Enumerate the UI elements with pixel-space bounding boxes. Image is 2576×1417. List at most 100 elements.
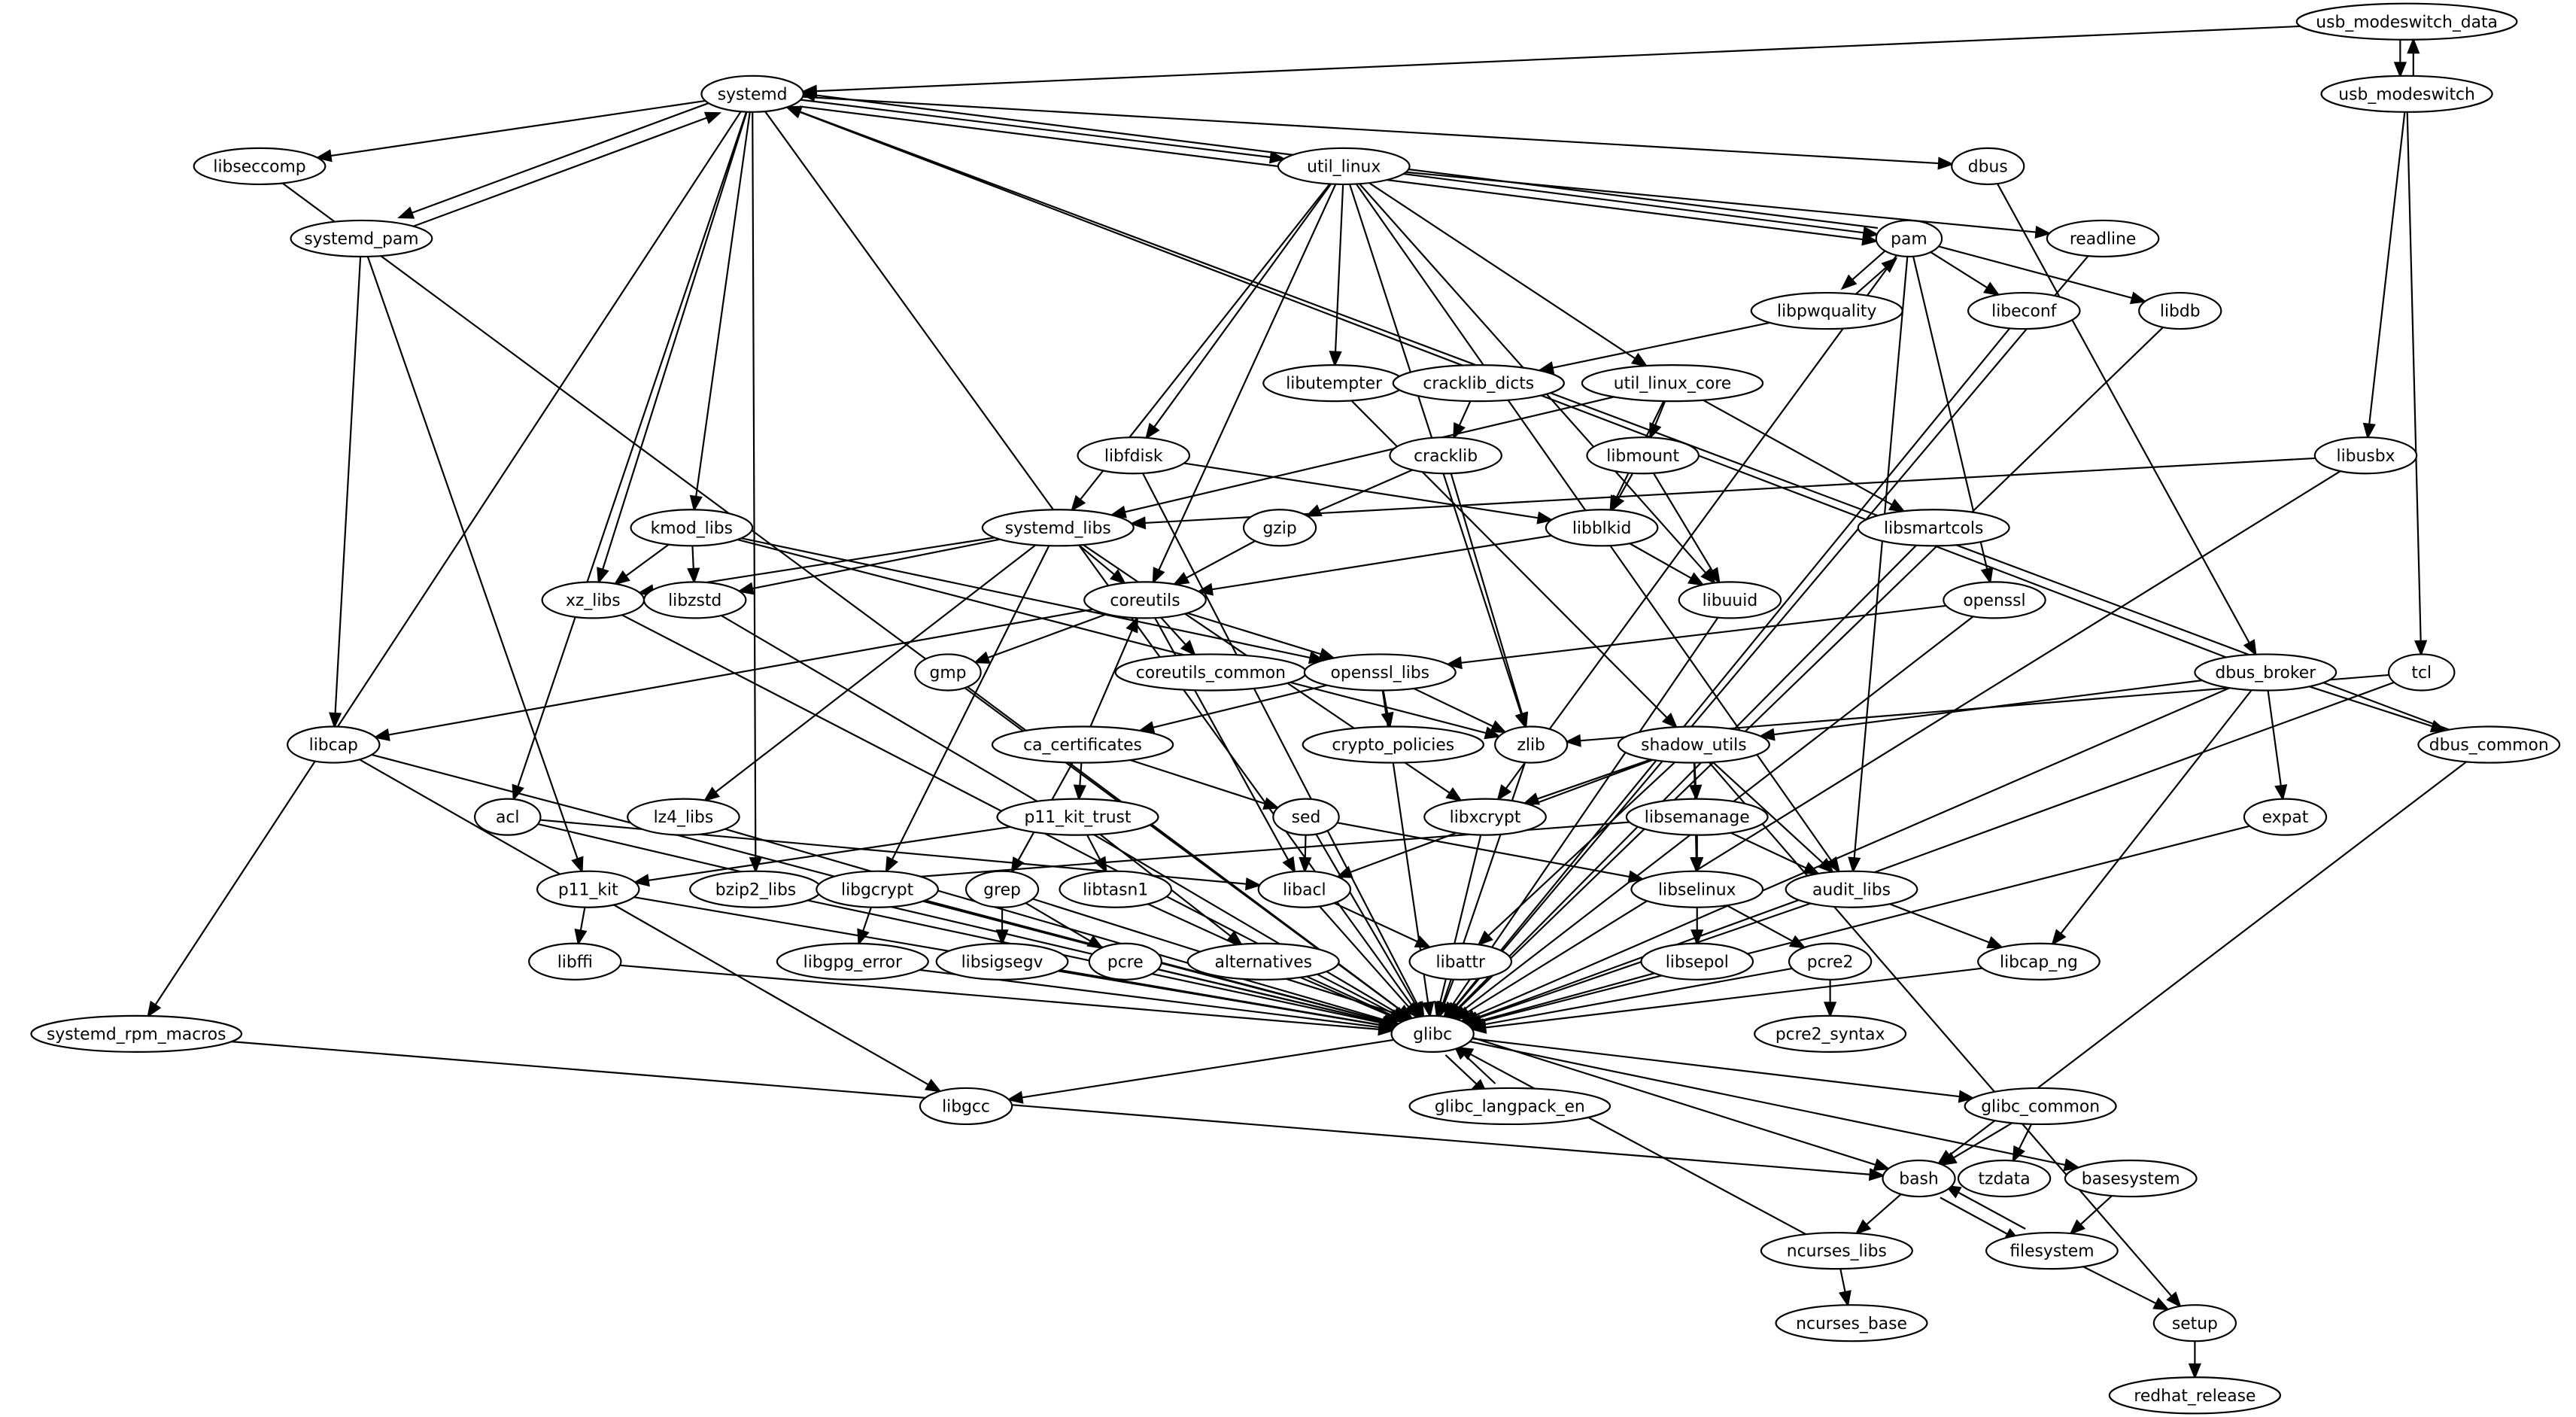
node-shape <box>1617 725 1770 764</box>
node-libcap: libcap <box>287 725 381 764</box>
edge-line <box>1938 245 2133 300</box>
node-libsemanage: libsemanage <box>1625 798 1769 836</box>
edge-line <box>816 25 2301 93</box>
edge-line <box>1158 968 1384 1023</box>
node-openssl: openssl <box>1943 581 2046 619</box>
node-label: expat <box>2262 808 2309 827</box>
node-label: shadow_utils <box>1641 736 1746 755</box>
node-libdb: libdb <box>2138 291 2222 330</box>
edge-dbus-broker-to-shadow-utils <box>1758 680 2203 741</box>
edge-util-linux-to-coreutils <box>1152 184 1337 585</box>
arrowhead-icon <box>597 567 609 585</box>
node-label: cracklib_dicts <box>1423 375 1534 394</box>
arrowhead-icon <box>574 929 588 946</box>
node-label: bzip2_libs <box>715 880 796 899</box>
edge-line <box>891 545 1050 860</box>
node-label: acl <box>496 808 519 827</box>
node-libusbx: libusbx <box>2313 436 2418 475</box>
arrowhead-icon <box>2429 719 2447 733</box>
node-shape <box>627 798 740 836</box>
arrowhead-icon <box>1881 257 1898 273</box>
edge-line <box>1618 473 1634 500</box>
node-label: libattr <box>1436 953 1485 972</box>
edge-kmod-libs-to-openssl-libs <box>741 537 1326 664</box>
edge-line <box>1319 905 1410 1008</box>
edge-glibc-to-libgcc <box>1006 1038 1394 1104</box>
node-shape <box>2152 1304 2237 1343</box>
node-shape <box>2064 1159 2198 1198</box>
node-grep: grep <box>964 870 1040 908</box>
edge-line <box>231 1041 1870 1175</box>
arrowhead-icon <box>1445 656 1463 670</box>
edge-line <box>2082 1266 2157 1305</box>
edge-dbus-broker-to-libcap-ng <box>2051 689 2252 946</box>
edge-p11-kit-to-libffi <box>574 907 588 946</box>
edge-systemd-to-libseccomp <box>315 99 706 163</box>
edge-line <box>2309 686 2433 728</box>
edge-line <box>1469 1053 1806 1236</box>
edge-line <box>2267 690 2282 786</box>
node-shape <box>700 74 804 113</box>
edge-dbus-common-to-systemd <box>785 105 2450 731</box>
edge-line <box>387 608 1093 736</box>
edge-line <box>1454 255 2089 1008</box>
arrowhead-icon <box>1409 1001 1424 1019</box>
edge-line <box>1444 1054 1478 1085</box>
edge-libusbx-to-systemd-libs <box>1129 457 2316 530</box>
node-shape <box>1977 942 2101 981</box>
arrowhead-icon <box>1983 281 2000 296</box>
node-shadow-utils: shadow_utils <box>1617 725 1770 764</box>
edge-line <box>411 99 715 214</box>
arrowhead-icon <box>1180 640 1196 656</box>
node-label: libuuid <box>1703 591 1758 610</box>
node-shape <box>1277 147 1411 185</box>
node-label: libacl <box>1283 880 1326 899</box>
node-libsmartcols: libsmartcols <box>1857 509 2010 547</box>
edge-line <box>1451 617 1719 1007</box>
arrowhead-icon <box>1445 787 1463 802</box>
edge-line <box>1079 762 1083 786</box>
arrowhead-icon <box>1299 856 1312 874</box>
node-shape <box>816 870 939 908</box>
edge-acl-to-glibc <box>537 823 1399 1029</box>
node-label: grep <box>983 880 1021 899</box>
node-shape <box>964 870 1040 908</box>
edge-shadow-utils-to-libxcrypt <box>1522 759 1651 805</box>
node-label: dbus_broker <box>2215 664 2316 683</box>
node-shape <box>630 509 754 547</box>
arrowhead-icon <box>2034 225 2052 239</box>
arrowhead-icon <box>785 105 803 118</box>
edge-line <box>800 99 1271 159</box>
edge-shadow-utils-to-audit-libs <box>1712 761 1835 874</box>
arrowhead-icon <box>737 582 755 595</box>
node-label: redhat_release <box>2134 1387 2256 1406</box>
node-label: pcre2 <box>1807 953 1854 972</box>
node-label: libseccomp <box>213 157 305 176</box>
node-shape <box>1302 725 1484 764</box>
edge-systemd-libs-to-libzstd <box>737 538 1001 595</box>
arrowhead-icon <box>1838 1290 1852 1308</box>
node-kmod-libs: kmod_libs <box>630 509 754 547</box>
node-setup: setup <box>2152 1304 2237 1343</box>
edge-util-linux-to-util-linux-core <box>1368 182 1648 367</box>
node-shape <box>528 942 622 981</box>
edge-line <box>1839 1268 1846 1293</box>
edge-usb-modeswitch-to-tcl <box>2406 111 2428 657</box>
arrowhead-icon <box>2188 1363 2201 1380</box>
node-label: openssl_libs <box>1331 664 1430 683</box>
edge-openssl-libs-to-ca-certificates <box>1138 684 1328 734</box>
node-coreutils-common: coreutils_common <box>1114 653 1308 692</box>
node-label: coreutils <box>1110 591 1180 610</box>
node-label: p11_kit <box>558 880 618 899</box>
edge-libselinux-to-pcre2 <box>1726 905 1806 949</box>
node-shape <box>1678 581 1782 619</box>
arrowhead-icon <box>1803 862 1821 875</box>
arrowhead-icon <box>1868 1168 1886 1181</box>
node-shape <box>1625 798 1769 836</box>
node-p11-kit: p11_kit <box>536 870 640 908</box>
arrowhead-icon <box>1457 1047 1475 1060</box>
node-shape <box>2138 291 2222 330</box>
node-label: glibc_common <box>1981 1098 2100 1117</box>
node-shape <box>1630 870 1764 908</box>
node-pcre2: pcre2 <box>1788 942 1873 981</box>
